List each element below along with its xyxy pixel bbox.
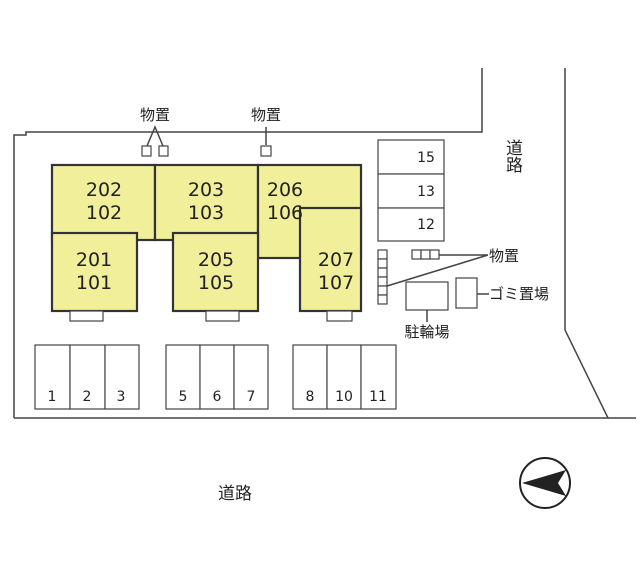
parking-label: 8 xyxy=(306,389,315,405)
storage-shed xyxy=(260,145,272,157)
storage-left-label: 物置 xyxy=(140,106,170,124)
unit-207: 207 xyxy=(318,249,354,271)
unit-102: 102 xyxy=(86,202,122,224)
building-group xyxy=(50,163,363,313)
unit-103: 103 xyxy=(188,202,224,224)
unit-101: 101 xyxy=(76,272,112,294)
entrance-step xyxy=(205,310,240,322)
storage-left-leader xyxy=(146,125,164,147)
storage-shed xyxy=(429,249,440,260)
entrance-step xyxy=(326,310,353,322)
north-arrow-icon xyxy=(519,457,571,509)
storage-shed xyxy=(141,145,152,157)
building-202-102 xyxy=(50,163,157,242)
garbage-label: ゴミ置場 xyxy=(489,285,549,303)
parking-label: 2 xyxy=(83,389,92,405)
parking-label: 6 xyxy=(213,389,222,405)
parking-label: 11 xyxy=(369,389,387,405)
parking-label: 1 xyxy=(48,389,57,405)
parking-label: 15 xyxy=(417,150,435,166)
storage-shed xyxy=(411,249,422,260)
building-207-107 xyxy=(298,206,363,313)
storage-right-leader xyxy=(386,254,489,287)
parking-space-15 xyxy=(377,139,445,175)
entrance-step xyxy=(69,310,104,322)
building-201-101 xyxy=(50,231,139,313)
unit-203: 203 xyxy=(188,179,224,201)
parking-label: 10 xyxy=(335,389,353,405)
garbage-station xyxy=(455,277,478,309)
parking-space-12 xyxy=(377,207,445,242)
bicycle-parking-label: 駐輪場 xyxy=(404,323,449,341)
parking-label: 12 xyxy=(417,217,435,233)
parking-label: 5 xyxy=(179,389,188,405)
south-road-label: 道路 xyxy=(218,484,252,504)
unit-201: 201 xyxy=(76,249,112,271)
east-road-edge xyxy=(14,68,610,419)
parking-label: 13 xyxy=(417,184,435,200)
unit-107: 107 xyxy=(318,272,354,294)
bicycle-rack-stack xyxy=(377,249,388,305)
storage-shed xyxy=(420,249,431,260)
building-205-105 xyxy=(171,231,260,313)
parking-label: 3 xyxy=(117,389,126,405)
unit-202: 202 xyxy=(86,179,122,201)
bicycle-parking xyxy=(405,281,449,311)
unit-106: 106 xyxy=(267,202,303,224)
storage-mid-label: 物置 xyxy=(251,106,281,124)
storage-shed xyxy=(158,145,169,157)
east-road-label: 道路 xyxy=(502,139,523,173)
property-boundary xyxy=(13,68,483,418)
storage-right-label: 物置 xyxy=(489,247,519,265)
parking-space-13 xyxy=(377,173,445,209)
parking-row-bottom xyxy=(34,344,397,410)
unit-206: 206 xyxy=(267,179,303,201)
unit-105: 105 xyxy=(198,272,234,294)
unit-205: 205 xyxy=(198,249,234,271)
parking-label: 7 xyxy=(247,389,256,405)
